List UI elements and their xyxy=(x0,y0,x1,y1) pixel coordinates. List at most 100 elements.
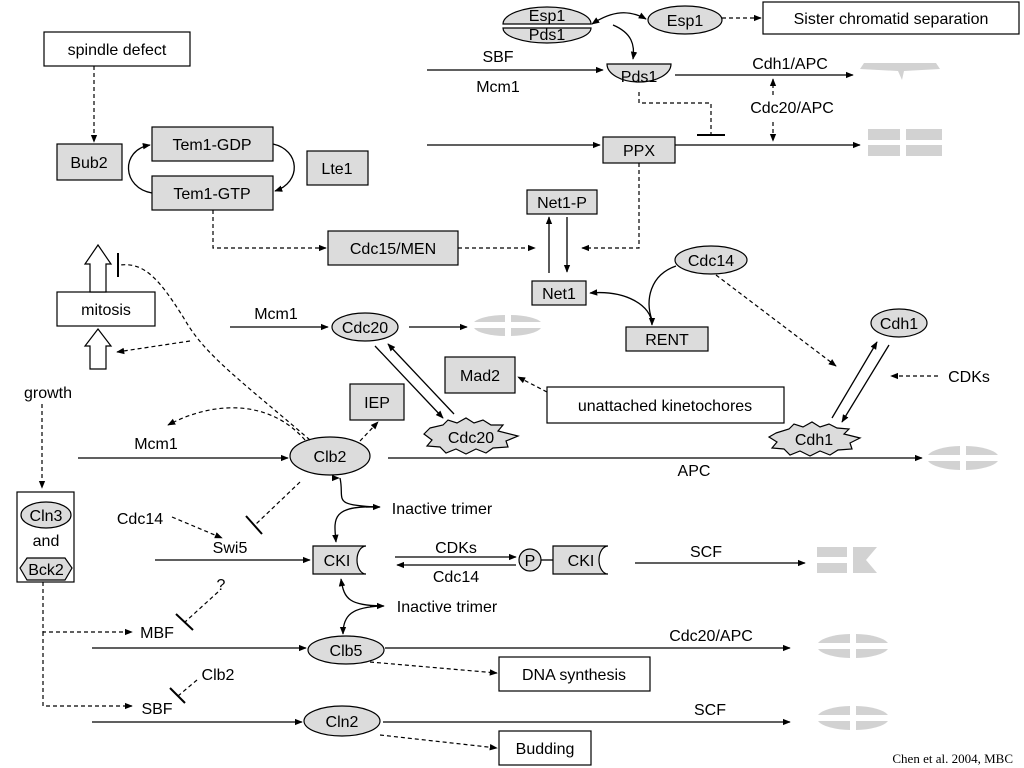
cdc14-mid-label: Cdc14 xyxy=(433,569,479,586)
cln2-label: Cln2 xyxy=(326,714,359,731)
cdc20-apc-top-label: Cdc20/APC xyxy=(750,100,834,117)
edge-tem1-gtp-to-gdp xyxy=(127,143,153,194)
degradation-glyph-cki xyxy=(817,547,877,573)
esp1-complex-label: Esp1 xyxy=(529,8,566,25)
apc-label: APC xyxy=(678,463,711,480)
clb5-node: Clb5 xyxy=(307,635,385,665)
pds1-label: Pds1 xyxy=(621,69,658,86)
phospho-cki-label: CKI xyxy=(568,553,595,570)
edge-cdc20-inactivate xyxy=(387,343,455,415)
citation: Chen et al. 2004, MBC xyxy=(892,751,1013,766)
net1-p-label: Net1-P xyxy=(537,195,587,212)
cdh1-active-node: Cdh1 xyxy=(767,421,862,457)
cln3-label: Cln3 xyxy=(30,508,63,525)
esp1-node: Esp1 xyxy=(647,5,723,35)
cdc15-men-label: Cdc15/MEN xyxy=(350,241,436,258)
cdks-right-label: CDKs xyxy=(948,369,990,386)
edge-clb2-sbf-inhibit xyxy=(177,679,198,697)
budding-node: Budding xyxy=(498,730,592,766)
edge-cln2-budding xyxy=(379,734,498,751)
edge-clb2-mitosis-inhibit xyxy=(119,264,311,441)
unattached-kinetochores-node: unattached kinetochores xyxy=(546,386,785,424)
degradation-glyph-ppx xyxy=(868,129,942,156)
tem1-gdp-label: Tem1-GDP xyxy=(172,137,251,154)
edge-cdc20-activate xyxy=(374,345,444,419)
edge-complex-pds1 xyxy=(612,24,638,60)
bub2-label: Bub2 xyxy=(70,155,107,172)
lte1-label: Lte1 xyxy=(321,161,352,178)
budding-label: Budding xyxy=(516,741,575,758)
edge-cdc14-cdh1 xyxy=(715,274,837,367)
edge-cdh1-activate xyxy=(841,344,890,423)
sister-chromatid-separation-label: Sister chromatid separation xyxy=(794,11,989,28)
rent-label: RENT xyxy=(645,332,689,349)
clb5-label: Clb5 xyxy=(330,643,363,660)
inactive-trimer-2-label: Inactive trimer xyxy=(397,599,498,616)
edge-net1-rent xyxy=(589,289,656,326)
cln2-node: Cln2 xyxy=(303,705,381,737)
cdc14-left-label: Cdc14 xyxy=(117,511,163,528)
clb2-low-label: Clb2 xyxy=(202,667,235,684)
and-label: and xyxy=(33,533,60,550)
ppx-label: PPX xyxy=(623,143,655,160)
cdh1-apc-label: Cdh1/APC xyxy=(752,56,828,73)
degradation-glyph-cln2 xyxy=(818,706,888,730)
edge-pds1-inhibits-ppx xyxy=(638,92,712,135)
tem1-gtp-node: Tem1-GTP xyxy=(151,175,274,211)
cdc20-apc-low-label: Cdc20/APC xyxy=(669,628,753,645)
degradation-glyph-cdh1 xyxy=(928,446,998,470)
cki-node: CKI xyxy=(312,545,367,575)
tem1-gdp-node: Tem1-GDP xyxy=(151,126,274,162)
spindle-defect-node: spindle defect xyxy=(43,31,191,67)
edge-cln3-mbf xyxy=(42,582,133,636)
sister-chromatid-separation-node: Sister chromatid separation xyxy=(762,1,1020,35)
edge-question-mbf-inhibit xyxy=(184,591,219,623)
cdh1-node: Cdh1 xyxy=(870,308,928,338)
cdh1-active-label: Cdh1 xyxy=(795,432,833,449)
inhibit-bar-sbf xyxy=(169,687,186,704)
cdh1-label: Cdh1 xyxy=(880,316,918,333)
clb2-label: Clb2 xyxy=(314,449,347,466)
cdc20-active-node: Cdc20 xyxy=(423,417,520,455)
edge-trimer-clb5 xyxy=(339,605,383,635)
edge-complex-esp1 xyxy=(591,12,647,25)
net1-p-node: Net1-P xyxy=(526,189,598,215)
bub2-node: Bub2 xyxy=(56,143,123,181)
mitosis-input-arrow xyxy=(83,328,113,370)
edge-trimer-cki-top xyxy=(332,506,379,543)
mad2-label: Mad2 xyxy=(460,368,500,385)
cdc20-node: Cdc20 xyxy=(331,312,399,342)
clb2-node: Clb2 xyxy=(289,436,371,476)
mbf-label: MBF xyxy=(140,625,174,642)
cdc15-men-node: Cdc15/MEN xyxy=(327,230,459,266)
inhibit-bar-mbf xyxy=(175,613,194,631)
degradation-glyph-clb5 xyxy=(818,634,888,658)
cdc14-node: Cdc14 xyxy=(674,245,748,275)
mitosis-output-arrow xyxy=(83,243,113,293)
tem1-gtp-label: Tem1-GTP xyxy=(173,186,250,203)
edge-cln3-sbf xyxy=(42,632,133,710)
edge-ppx-net1 xyxy=(581,163,640,252)
inactive-trimer-1-label: Inactive trimer xyxy=(392,501,493,518)
edge-cdh1-inactivate xyxy=(831,341,878,419)
sbf-top-label: SBF xyxy=(482,49,513,66)
edge-tem1-gdp-to-gtp xyxy=(272,143,295,192)
phospho-label: P xyxy=(525,553,536,570)
iep-label: IEP xyxy=(364,395,390,412)
edge-clb2-swi5-inhibit xyxy=(254,481,301,526)
cln3-bck2-group: Cln3 and Bck2 xyxy=(16,491,75,583)
edge-clb2-iep xyxy=(359,421,379,442)
esp1-pds1-complex: Esp1 Pds1 xyxy=(502,6,592,44)
edge-mitosis-activate xyxy=(116,340,191,355)
mad2-node: Mad2 xyxy=(444,356,516,394)
mcm1-mid-label: Mcm1 xyxy=(254,306,298,323)
sbf-low-label: SBF xyxy=(141,701,172,718)
swi5-label: Swi5 xyxy=(213,540,248,557)
dna-synthesis-node: DNA synthesis xyxy=(498,656,651,692)
pds1-complex-label: Pds1 xyxy=(529,27,566,44)
inhibit-bar-swi5 xyxy=(245,515,263,535)
dna-synthesis-label: DNA synthesis xyxy=(522,667,626,684)
ppx-node: PPX xyxy=(602,136,676,164)
phospho-cki-node: P CKI xyxy=(518,545,609,575)
